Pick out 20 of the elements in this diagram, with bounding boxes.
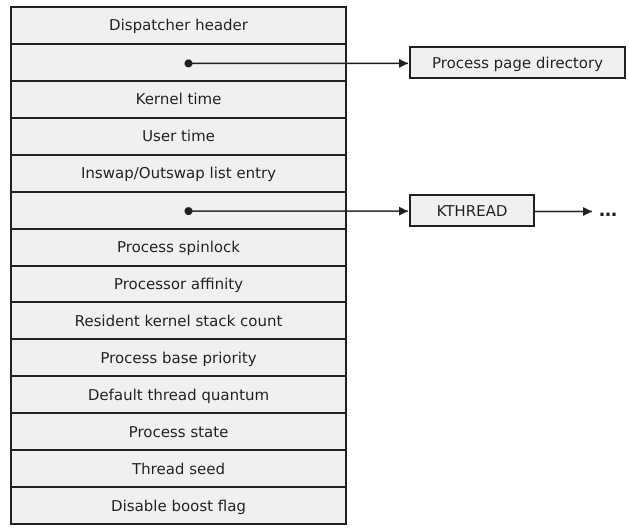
field-row: Process base priority: [10, 340, 347, 378]
field-row: Disable boost flag: [10, 488, 347, 525]
field-row: Kernel time: [10, 82, 347, 119]
field-row: Process state: [10, 414, 347, 452]
structure-box: KTHREAD: [409, 194, 535, 227]
field-row: Default thread quantum: [10, 377, 347, 414]
field-row: Process spinlock: [10, 230, 347, 266]
ellipsis-text: …: [593, 194, 623, 227]
field-row: User time: [10, 118, 347, 156]
field-row: Processor affinity: [10, 266, 347, 304]
arrow: [184, 206, 408, 216]
empty-field-row: [10, 44, 347, 82]
field-row: Thread seed: [10, 451, 347, 488]
structure-box: Process page directory: [409, 46, 626, 79]
field-row: Resident kernel stack count: [10, 303, 347, 340]
arrow: [184, 58, 408, 68]
arrow: [535, 207, 592, 216]
empty-field-row: [10, 192, 347, 230]
field-row: Inswap/Outswap list entry: [10, 156, 347, 193]
field-row: Dispatcher header: [10, 6, 347, 45]
